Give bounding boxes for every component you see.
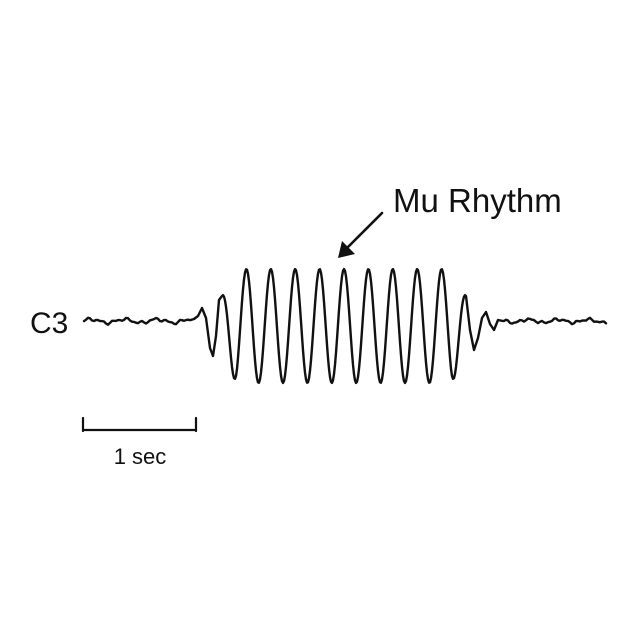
eeg-trace [82, 267, 608, 385]
time-scale-bar [81, 416, 198, 433]
annotation-label: Mu Rhythm [393, 182, 562, 219]
channel-label: C3 [30, 307, 68, 340]
scale-bar-label: 1 sec [114, 444, 167, 469]
annotation-arrow [338, 211, 384, 258]
